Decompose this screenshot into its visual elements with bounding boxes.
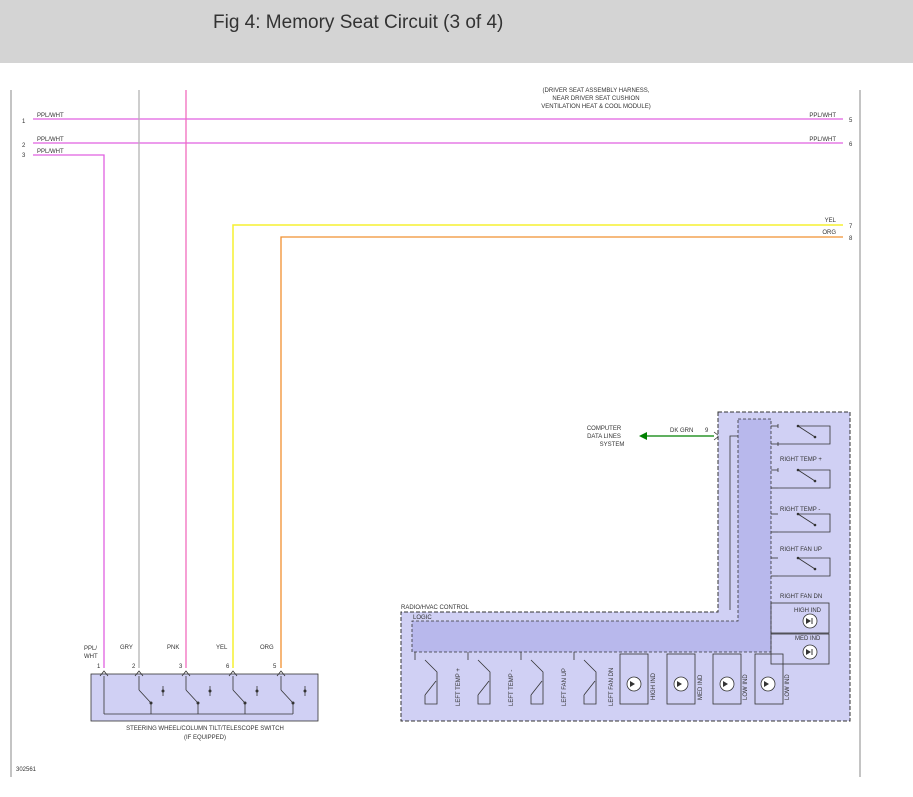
- hvac-bottom-item-2: LEFT TEMP -: [509, 670, 515, 706]
- wire-org: [280, 236, 843, 668]
- switch-pin-6: 6: [226, 664, 230, 670]
- hvac-bottom-item-5: HIGH IND: [651, 672, 657, 700]
- right-pin-7: 7: [849, 224, 853, 230]
- switch-pin-2: 2: [132, 664, 136, 670]
- switch-name-2: (IF EQUIPPED): [184, 735, 226, 741]
- right-pin-6: 6: [849, 142, 853, 148]
- hvac-bottom-item-6: MED IND: [698, 674, 704, 700]
- hvac-right-item-2: RIGHT TEMP -: [780, 507, 820, 513]
- left-wire-label-3: PPL/WHT: [37, 149, 64, 155]
- switch-box: [90, 673, 319, 722]
- hvac-data-connection: [729, 435, 738, 610]
- hvac-bottom-indicator-glyphs: [630, 681, 769, 687]
- hvac-right-switches: [770, 424, 831, 665]
- hvac-right-item-5: HIGH IND: [794, 608, 822, 614]
- hvac-bottom-item-4: LEFT FAN DN: [609, 668, 615, 706]
- hvac-right-item-1: RIGHT TEMP +: [780, 457, 822, 463]
- hvac-bottom-labels: LEFT TEMP + LEFT TEMP - LEFT FAN UP LEFT…: [456, 668, 791, 706]
- right-wire-label-6: PPL/WHT: [809, 137, 836, 143]
- switch-wire-label-org: ORG: [260, 645, 274, 651]
- hvac-logic-box: [411, 418, 772, 653]
- left-pin-2: 2: [22, 143, 26, 149]
- switch-pin-5: 5: [273, 664, 277, 670]
- computer-data-lines-3: SYSTEM: [600, 442, 625, 448]
- computer-data-lines-1: COMPUTER: [587, 426, 622, 432]
- hvac-bottom-item-1: LEFT TEMP +: [456, 668, 462, 706]
- switch-wire-label-wht: WHT: [84, 654, 98, 660]
- right-wire-label-7: YEL: [825, 218, 837, 224]
- hvac-right-switch-dots: [796, 424, 817, 571]
- switch-pin-3: 3: [179, 664, 183, 670]
- left-wire-label-1: PPL/WHT: [37, 113, 64, 119]
- seat-module-label-3: VENTILATION HEAT & COOL MODULE): [541, 104, 650, 110]
- right-pin-8: 8: [849, 236, 853, 242]
- hvac-bottom-item-7: LOW IND: [743, 674, 749, 700]
- hvac-logic-label: LOGIC: [413, 615, 432, 621]
- hvac-bottom-switches: [414, 652, 784, 705]
- header-bar: Fig 4: Memory Seat Circuit (3 of 4): [0, 0, 913, 63]
- dk-grn-pin-9: 9: [705, 428, 709, 434]
- seat-module-label-2: NEAR DRIVER SEAT CUSHION: [552, 96, 639, 102]
- hvac-title: RADIO/HVAC CONTROL: [401, 605, 470, 611]
- seat-module-label-1: (DRIVER SEAT ASSEMBLY HARNESS,: [543, 88, 650, 94]
- wire-yel: [232, 224, 843, 668]
- computer-data-lines-2: DATA LINES: [587, 434, 621, 440]
- switch-pin-1: 1: [97, 664, 101, 670]
- wiring-diagram-svg: (DRIVER SEAT ASSEMBLY HARNESS, NEAR DRIV…: [10, 88, 861, 777]
- switch-wire-label-gry: GRY: [120, 645, 133, 651]
- switch-wire-label-yel: YEL: [216, 645, 228, 651]
- left-pin-3: 3: [22, 153, 26, 159]
- hvac-bottom-item-3: LEFT FAN UP: [562, 668, 568, 706]
- hvac-right-indicator-glyphs: [806, 618, 813, 655]
- switch-contact-dots: [149, 689, 307, 705]
- switch-name-1: STEERING WHEEL/COLUMN TILT/TELESCOPE SWI…: [126, 726, 284, 732]
- hvac-right-item-3: RIGHT FAN UP: [780, 547, 822, 553]
- switch-wire-label-pnk: PNK: [167, 645, 179, 651]
- data-lines-arrow: [639, 432, 647, 440]
- hvac-right-item-4: RIGHT FAN DN: [780, 594, 822, 600]
- left-wire-label-2: PPL/WHT: [37, 137, 64, 143]
- right-wire-label-5: PPL/WHT: [809, 113, 836, 119]
- left-pin-1: 1: [22, 119, 26, 125]
- hvac-right-item-6: MED IND: [795, 636, 821, 642]
- hvac-bottom-item-8: LOW IND: [785, 674, 791, 700]
- wire-ppl-wht-3: [33, 154, 105, 668]
- right-pin-5: 5: [849, 118, 853, 124]
- page-title: Fig 4: Memory Seat Circuit (3 of 4): [213, 12, 504, 33]
- switch-wire-label-ppl: PPL/: [84, 646, 97, 652]
- dk-grn-label: DK GRN: [670, 428, 693, 434]
- right-wire-label-8: ORG: [822, 230, 836, 236]
- figure-number: 302561: [16, 767, 37, 773]
- wiring-diagram: (DRIVER SEAT ASSEMBLY HARNESS, NEAR DRIV…: [0, 63, 913, 792]
